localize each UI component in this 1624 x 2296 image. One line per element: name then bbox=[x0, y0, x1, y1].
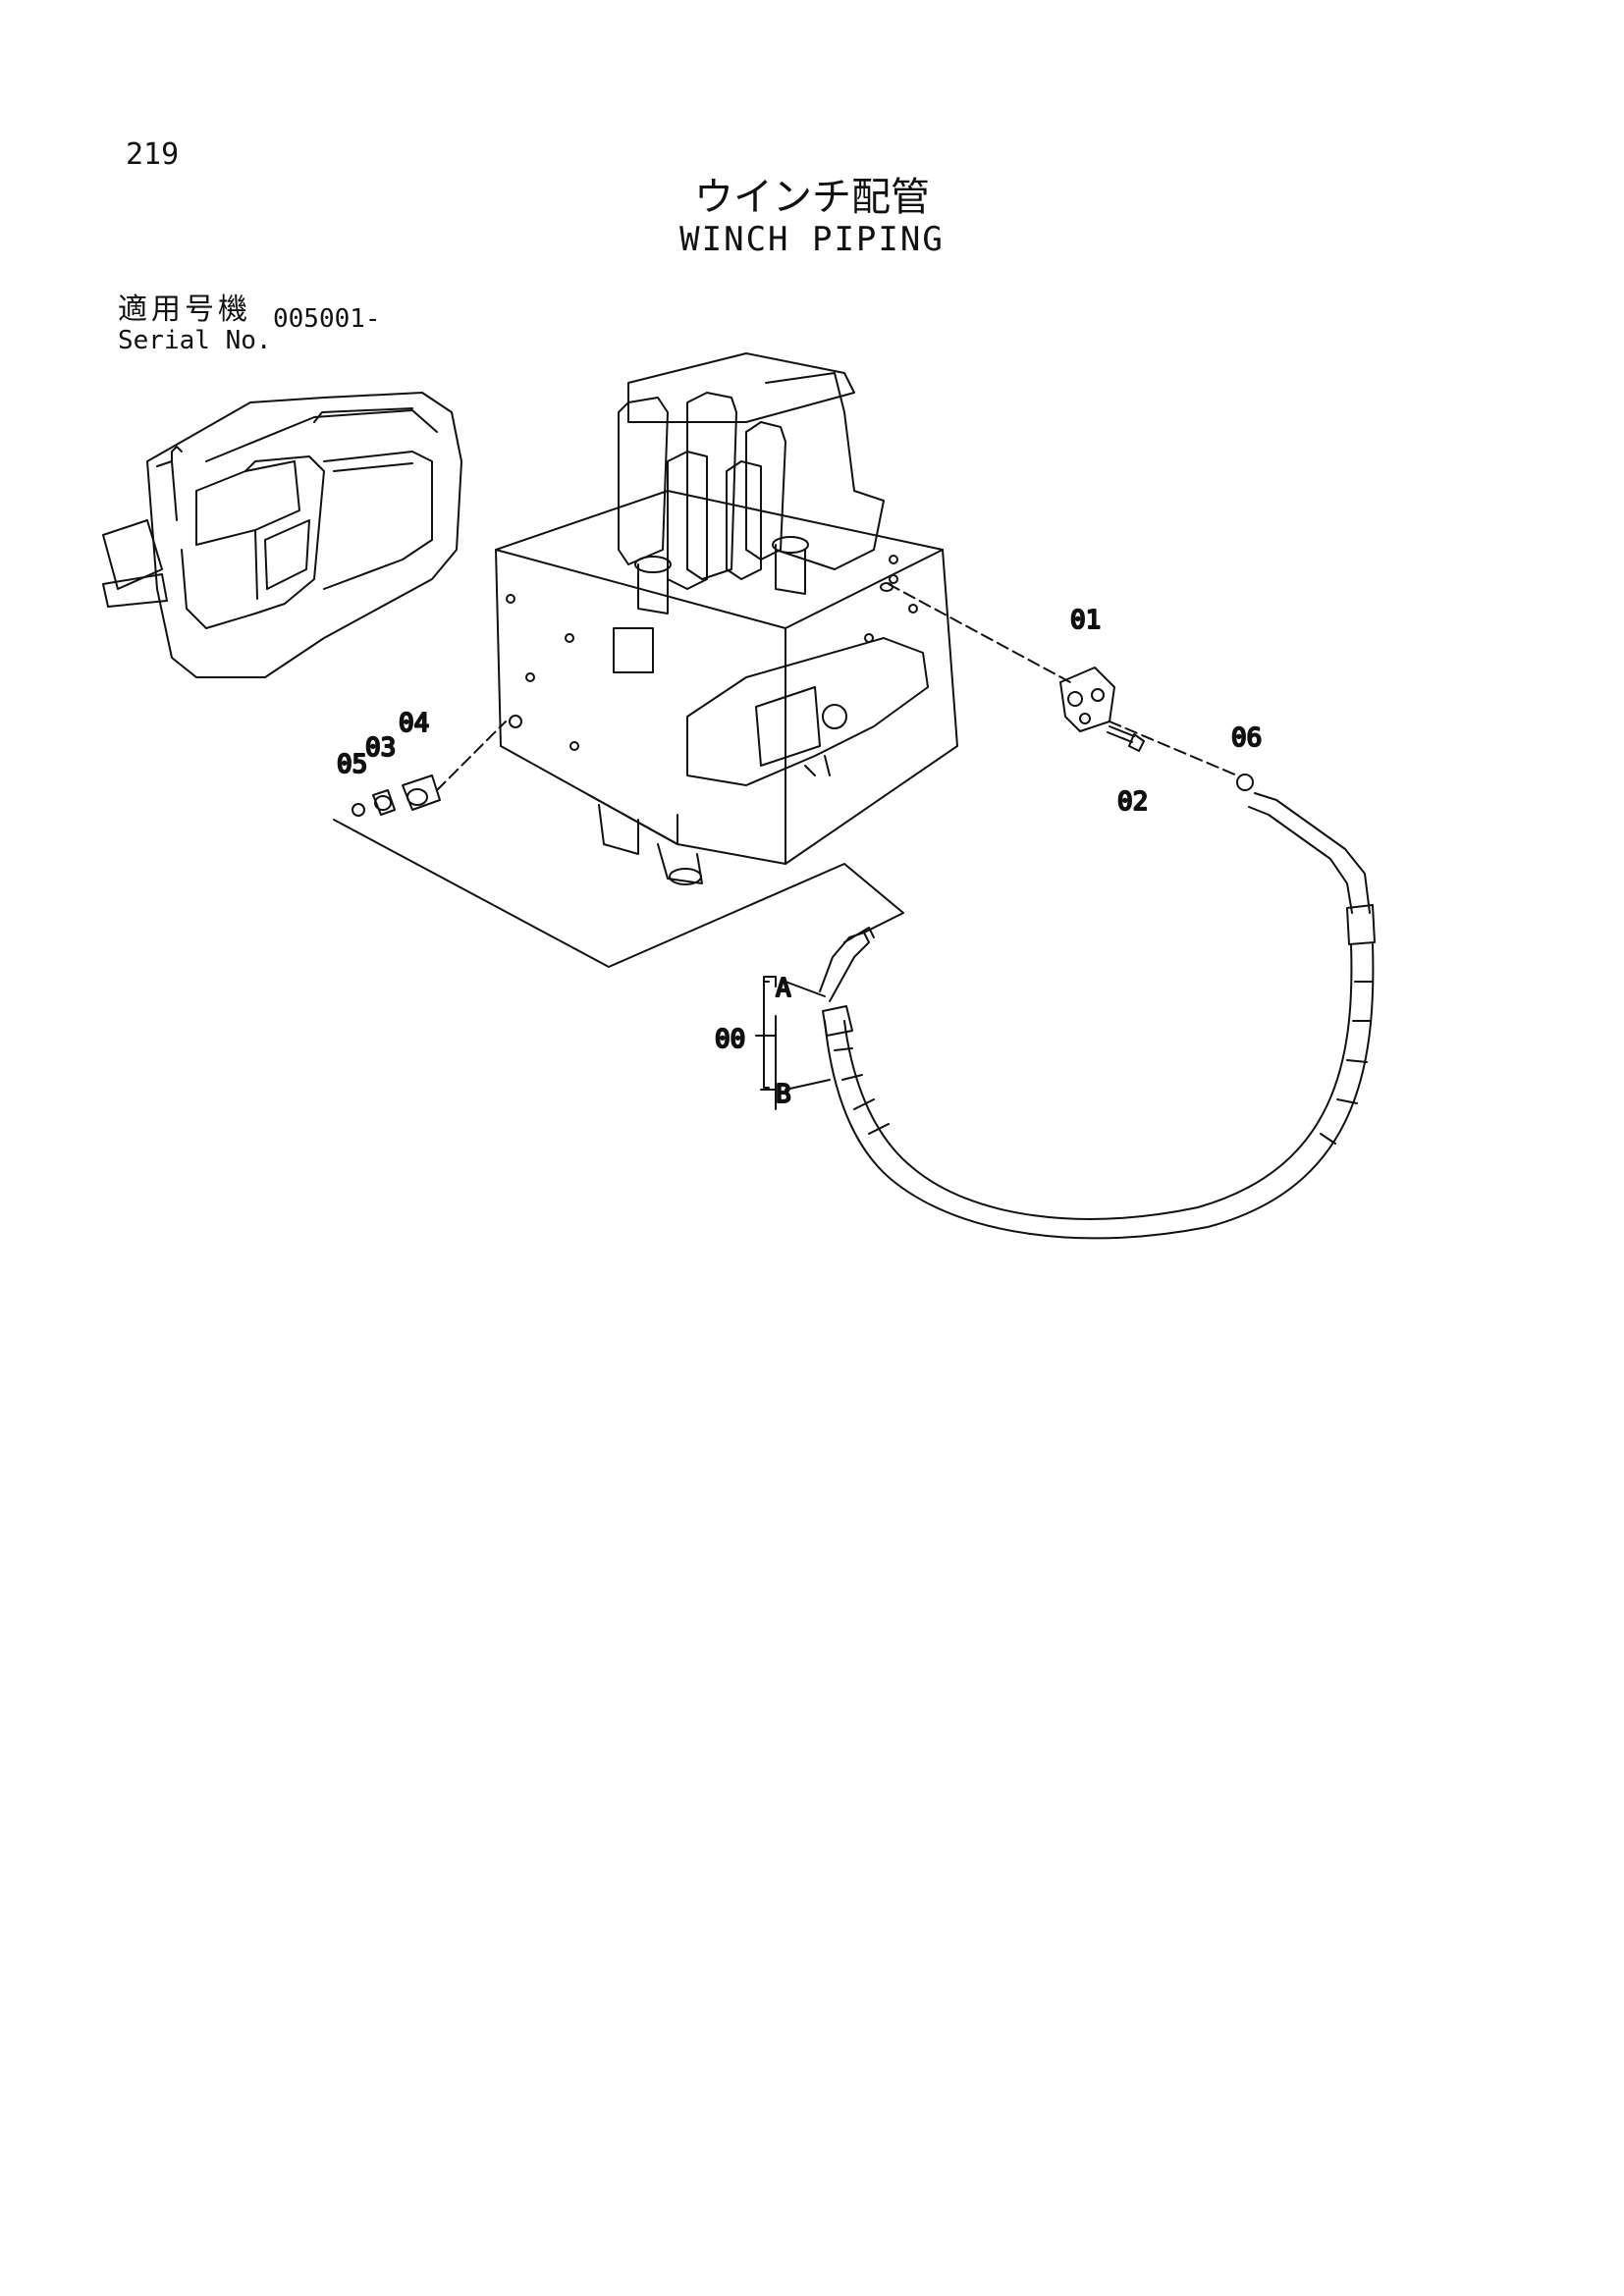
serial-number-value: 005001- bbox=[273, 304, 381, 334]
callout-06: 06 bbox=[1231, 723, 1262, 753]
excavator-location-icon bbox=[102, 392, 462, 678]
callout-05: 05 bbox=[337, 750, 367, 779]
serial-label-japanese: 適用号機 bbox=[118, 293, 251, 327]
leader-lines bbox=[436, 583, 1238, 791]
callout-02: 02 bbox=[1117, 787, 1148, 817]
page-title-japanese: ウインチ配管 bbox=[694, 175, 930, 220]
control-valve-block bbox=[495, 352, 958, 885]
page-number: 219 bbox=[126, 137, 180, 172]
part-01-flange bbox=[1059, 667, 1115, 732]
callout-04: 04 bbox=[399, 709, 429, 738]
callout-00: 00 bbox=[715, 1025, 745, 1054]
callout-A: A bbox=[776, 974, 791, 1003]
callout-B: B bbox=[776, 1080, 791, 1109]
part-06-oring bbox=[1236, 774, 1254, 791]
assembly-line bbox=[333, 819, 904, 968]
callout-03: 03 bbox=[365, 733, 396, 763]
assembly-bracket bbox=[755, 976, 831, 1110]
part-02-bolt bbox=[1107, 725, 1145, 752]
callout-01: 01 bbox=[1070, 606, 1101, 635]
serial-label-english: Serial No. bbox=[118, 326, 272, 355]
hose-assembly-00 bbox=[819, 792, 1376, 1240]
page-title-english: WINCH PIPING bbox=[679, 220, 945, 259]
part-03-04-05-fittings bbox=[352, 774, 441, 817]
